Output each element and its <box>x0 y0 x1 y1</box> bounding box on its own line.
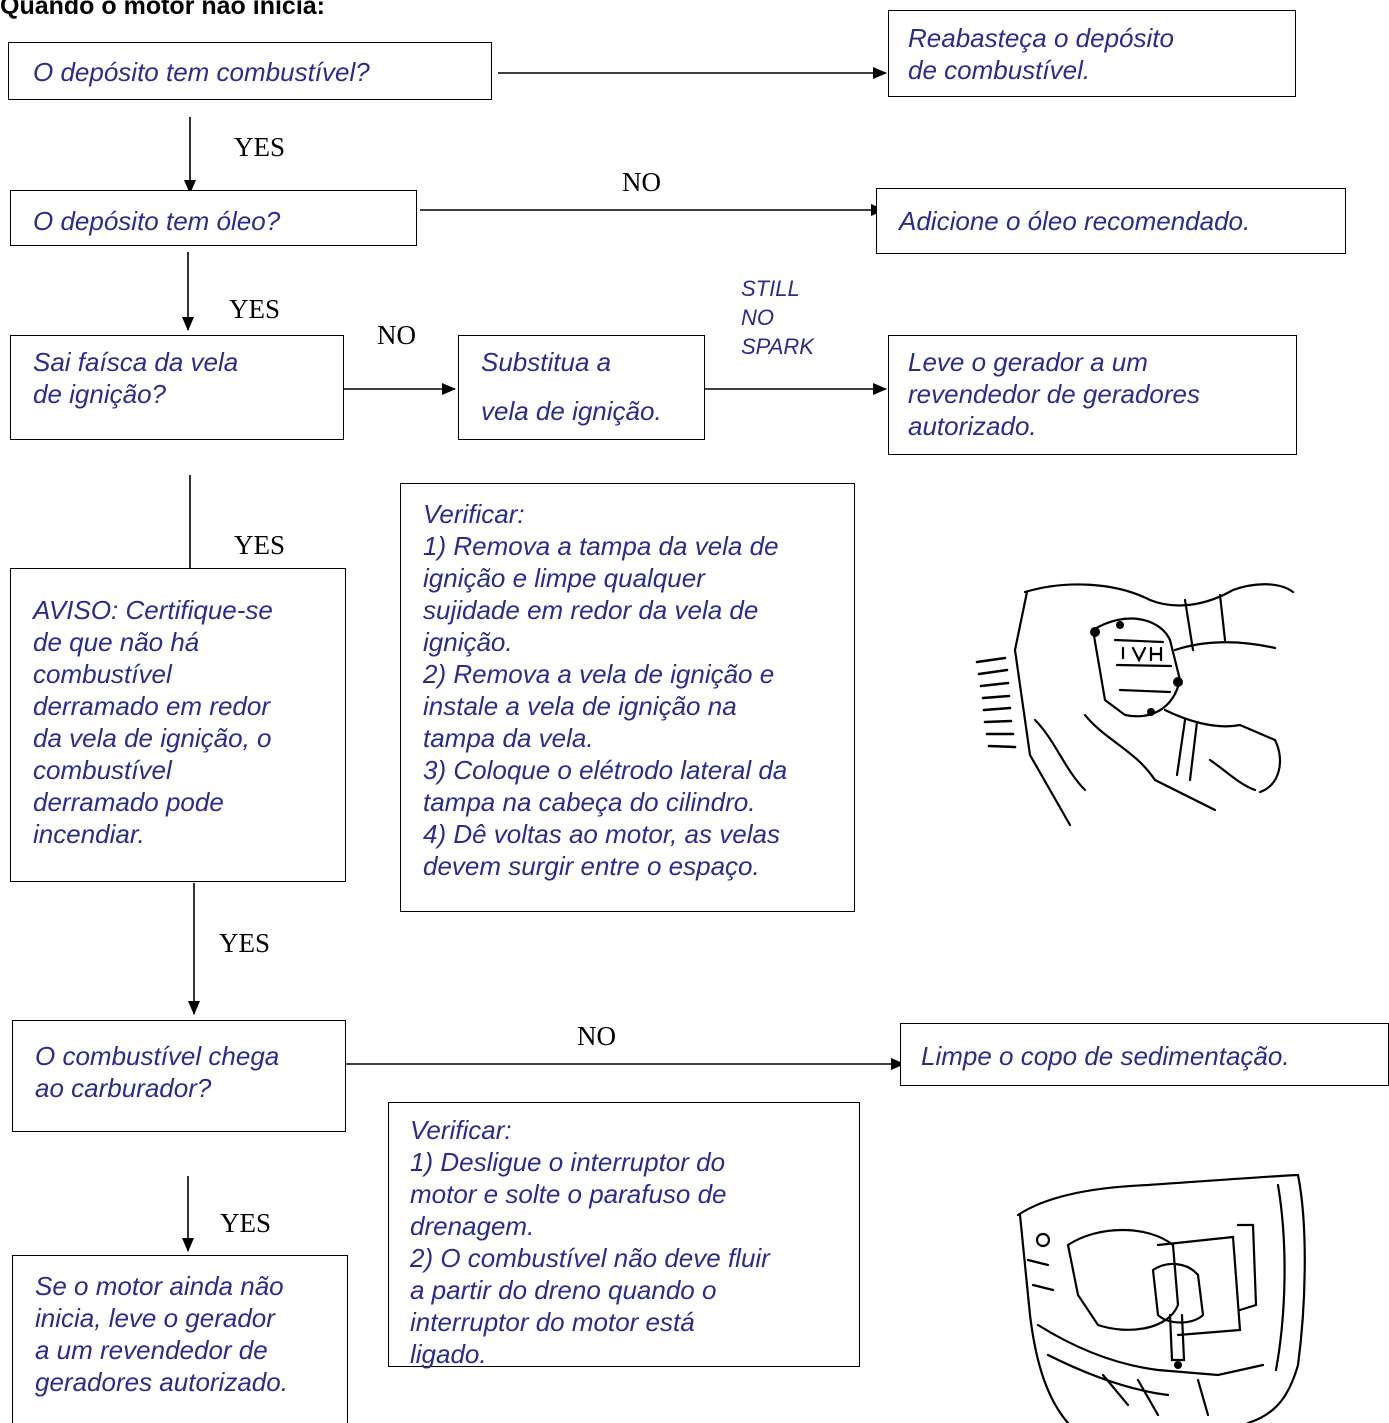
sediment-cup-illustration <box>1016 1173 1306 1423</box>
question-spark: Sai faísca da vela de ignição? <box>33 347 239 409</box>
label-no-carb: NO <box>577 1021 616 1051</box>
question-carb: O combustível chega ao carburador? <box>35 1041 280 1103</box>
check-fuel-text: Verificar: 1) Desligue o interruptor do … <box>410 1115 770 1369</box>
action-refuel: Reabasteça o depósito de combustível. <box>908 23 1174 85</box>
label-no-spark: NO <box>377 320 416 350</box>
label-yes-3: YES <box>234 530 286 560</box>
page-title: Quando o motor não inicia: <box>0 0 325 20</box>
action-add-oil: Adicione o óleo recomendado. <box>899 206 1251 236</box>
question-oil-box <box>10 190 417 246</box>
check-fuel-box <box>388 1102 860 1367</box>
label-no-oil: NO <box>622 167 661 197</box>
check-spark-box <box>400 483 855 912</box>
question-carb-box <box>12 1020 346 1132</box>
warning-box <box>10 568 346 882</box>
label-yes-5: YES <box>220 1208 272 1238</box>
label-still-no-spark: STILL NO SPARK <box>741 276 814 359</box>
action-sediment: Limpe o copo de sedimentação. <box>921 1041 1290 1071</box>
action-sediment-box <box>900 1023 1389 1086</box>
action-add-oil-box <box>876 188 1346 254</box>
label-yes-1: YES <box>234 132 286 162</box>
label-yes-2: YES <box>229 294 281 324</box>
action-replace-plug-line2: vela de ignição. <box>481 396 662 426</box>
action-refuel-box <box>888 10 1296 97</box>
label-yes-4: YES <box>219 928 271 958</box>
warning-text: AVISO: Certifique-se de que não há combu… <box>33 595 273 849</box>
action-dealer-box <box>888 335 1297 455</box>
question-fuel: O depósito tem combustível? <box>33 57 370 87</box>
action-replace-plug-line1: Substitua a <box>481 347 612 377</box>
action-dealer: Leve o gerador a um revendedor de gerado… <box>908 347 1200 441</box>
final-box <box>12 1255 348 1423</box>
final-text: Se o motor ainda não inicia, leve o gera… <box>35 1271 288 1397</box>
question-oil: O depósito tem óleo? <box>33 206 281 236</box>
question-spark-box <box>10 335 344 440</box>
spark-plug-illustration <box>975 583 1295 827</box>
action-replace-plug-box <box>458 335 705 440</box>
check-spark-text: Verificar: 1) Remova a tampa da vela de … <box>423 499 788 881</box>
question-fuel-box <box>8 42 492 100</box>
